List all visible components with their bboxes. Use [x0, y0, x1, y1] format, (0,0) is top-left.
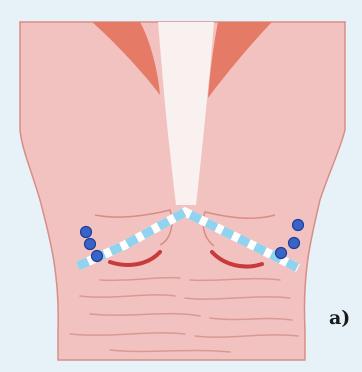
marker-dot: [276, 248, 287, 259]
marker-dot: [85, 239, 96, 250]
marker-dot: [293, 220, 304, 231]
marker-dot: [289, 238, 300, 249]
marker-dot: [92, 251, 103, 262]
marker-dot: [81, 227, 92, 238]
panel-label: a): [329, 309, 350, 328]
